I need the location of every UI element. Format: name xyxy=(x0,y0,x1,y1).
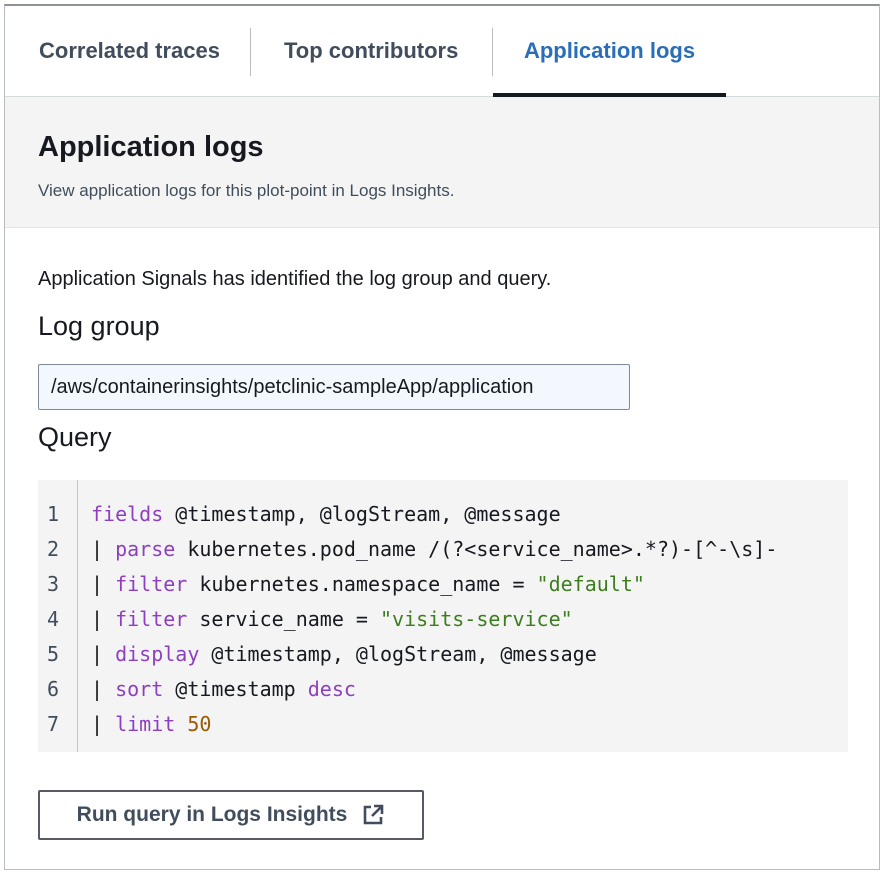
tab-top-contributors[interactable]: Top contributors xyxy=(284,38,459,63)
text-token xyxy=(175,712,187,736)
tab-divider xyxy=(250,28,251,76)
query-code-editor[interactable]: 1 fields @timestamp, @logStream, @message… xyxy=(38,480,848,752)
code-text: fields @timestamp, @logStream, @message xyxy=(91,497,561,532)
number-token: 50 xyxy=(187,712,212,736)
keyword-token: desc xyxy=(307,677,356,701)
query-label: Query xyxy=(38,422,112,452)
keyword-token: filter xyxy=(115,572,188,596)
text-token: @timestamp, @logStream, @message xyxy=(163,502,561,526)
line-number-gutter xyxy=(38,480,78,752)
text-token: @timestamp xyxy=(163,677,308,701)
code-line: 1 fields @timestamp, @logStream, @message xyxy=(38,497,848,532)
run-query-button[interactable]: Run query in Logs Insights xyxy=(38,790,424,840)
code-line: 4 | filter service_name = "visits-service… xyxy=(38,602,848,637)
log-group-field[interactable]: /aws/containerinsights/petclinic-sampleA… xyxy=(38,364,630,410)
line-number: 7 xyxy=(46,712,60,736)
pipe-token: | xyxy=(91,537,116,561)
keyword-token: fields xyxy=(91,502,164,526)
intro-text: Application Signals has identified the l… xyxy=(38,268,552,290)
external-link-icon xyxy=(361,803,385,827)
pipe-token: | xyxy=(91,572,116,596)
code-line: 3 | filter kubernetes.namespace_name = "d… xyxy=(38,567,848,602)
keyword-token: filter xyxy=(115,607,188,631)
code-text: | filter kubernetes.namespace_name = "de… xyxy=(91,567,645,602)
application-logs-panel: Correlated traces Top contributors Appli… xyxy=(4,4,880,870)
text-token: @timestamp, @logStream, @message xyxy=(199,642,597,666)
code-text: | sort @timestamp desc xyxy=(91,672,356,707)
keyword-token: parse xyxy=(115,537,176,561)
string-token: "default" xyxy=(536,572,645,596)
tab-divider xyxy=(492,28,493,76)
keyword-token: display xyxy=(115,642,200,666)
code-line: 6 | sort @timestamp desc xyxy=(38,672,848,707)
code-text: | filter service_name = "visits-service" xyxy=(91,602,573,637)
line-number: 1 xyxy=(46,502,60,526)
line-number: 2 xyxy=(46,537,60,561)
tab-correlated-traces[interactable]: Correlated traces xyxy=(39,38,220,63)
code-text: | parse kubernetes.pod_name /(?<service_… xyxy=(91,532,777,567)
code-line: 7 | limit 50 xyxy=(38,707,848,742)
code-line: 2 | parse kubernetes.pod_name /(?<service… xyxy=(38,532,848,567)
string-token: "visits-service" xyxy=(380,607,573,631)
line-number: 6 xyxy=(46,677,60,701)
section-header: Application logs View application logs f… xyxy=(5,97,879,228)
line-number: 3 xyxy=(46,572,60,596)
tab-bar: Correlated traces Top contributors Appli… xyxy=(5,6,879,97)
line-number: 5 xyxy=(46,642,60,666)
keyword-token: sort xyxy=(115,677,164,701)
code-text: | limit 50 xyxy=(91,707,211,742)
section-title: Application logs xyxy=(38,131,264,163)
keyword-token: limit xyxy=(115,712,176,736)
section-description: View application logs for this plot-poin… xyxy=(38,181,455,200)
text-token: service_name = xyxy=(187,607,380,631)
pipe-token: | xyxy=(91,677,116,701)
pipe-token: | xyxy=(91,607,116,631)
tab-application-logs[interactable]: Application logs xyxy=(493,6,726,97)
text-token: kubernetes.pod_name /(?<service_name>.*?… xyxy=(175,537,778,561)
code-text: | display @timestamp, @logStream, @messa… xyxy=(91,637,597,672)
code-line: 5 | display @timestamp, @logStream, @mess… xyxy=(38,637,848,672)
run-query-label: Run query in Logs Insights xyxy=(76,803,348,826)
pipe-token: | xyxy=(91,642,116,666)
log-group-label: Log group xyxy=(38,311,160,341)
text-token: kubernetes.namespace_name = xyxy=(187,572,537,596)
line-number: 4 xyxy=(46,607,60,631)
pipe-token: | xyxy=(91,712,116,736)
